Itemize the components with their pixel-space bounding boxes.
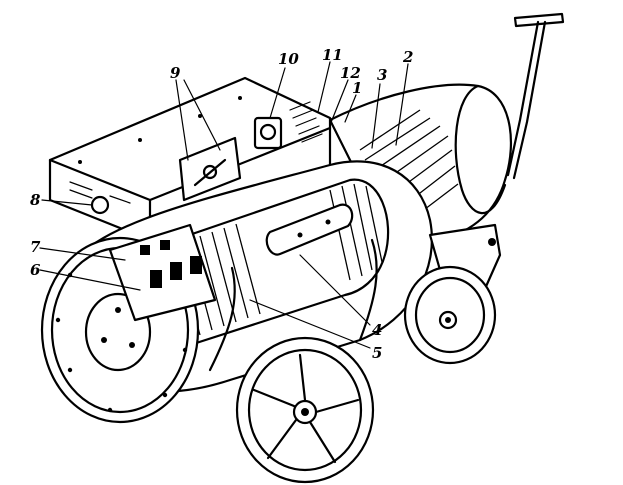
callout-2: 2: [402, 48, 413, 66]
callout-12: 12: [340, 64, 361, 82]
callout-1: 1: [352, 79, 362, 97]
callout-3: 3: [377, 66, 387, 84]
callout-10: 10: [278, 50, 299, 68]
leader-lines: [39, 61, 409, 349]
callout-labels: 1 2 3 4 5 6 7 8 9 10 11 12: [30, 46, 413, 362]
callout-7: 7: [30, 238, 41, 256]
tow-handle: [506, 12, 565, 180]
callout-9: 9: [170, 64, 181, 82]
brush-gear: [108, 223, 217, 322]
callout-5: 5: [372, 344, 382, 362]
callout-6: 6: [30, 261, 41, 279]
callout-8: 8: [30, 191, 41, 209]
front-wheel: [235, 336, 375, 484]
rear-wheel: [403, 223, 502, 365]
callout-11: 11: [322, 46, 343, 64]
control-box: [48, 76, 332, 242]
callout-4: 4: [372, 321, 382, 339]
